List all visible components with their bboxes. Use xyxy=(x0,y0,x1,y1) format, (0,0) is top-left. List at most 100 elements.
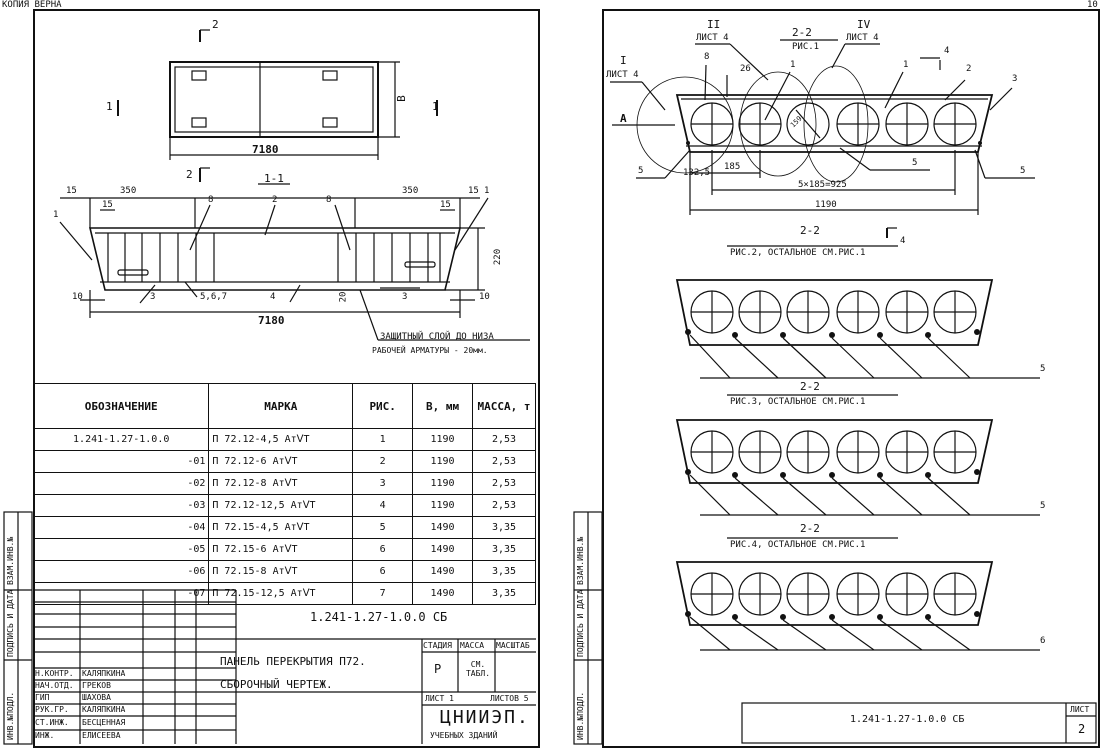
dim-15-left: 15 xyxy=(66,186,77,196)
cover-note-line1: ЗАЩИТНЫЙ СЛОЙ ДО НИЗА xyxy=(380,332,494,342)
cell-code: 1.241-1.27-1.0.0 xyxy=(32,428,210,451)
cell-code: -03 xyxy=(32,494,210,517)
staff-name: КАЛЯПКИНА xyxy=(82,669,126,678)
cell-mass: 3,35 xyxy=(471,516,537,539)
main-section-title: 2-2 xyxy=(792,26,812,39)
cell-mass: 2,53 xyxy=(471,428,537,451)
leader-1-right: 1 xyxy=(484,186,490,196)
callout-IV: IV xyxy=(857,18,871,31)
mass-value: СМ. ТАБЛ. xyxy=(465,660,491,678)
section-1-1-title: 1-1 xyxy=(264,172,284,185)
variant-3-subtitle: РИС.4, ОСТАЛЬНОЕ СМ.РИС.1 xyxy=(730,540,866,550)
cell-mark: П 72.15-4,5 АтⅤT xyxy=(208,516,354,539)
cell-mark: П 72.12-4,5 АтⅤT xyxy=(208,428,354,451)
col-mark: МАРКА xyxy=(208,383,354,429)
leader-3-right: 3 xyxy=(402,292,408,302)
side-label-signature: ПОДПИСЬ И ДАТА xyxy=(6,589,15,657)
callout-II: II xyxy=(707,18,721,31)
callout-I: I xyxy=(620,54,627,67)
cell-fig: 4 xyxy=(352,494,414,517)
variant-2-subtitle: РИС.3, ОСТАЛЬНОЕ СМ.РИС.1 xyxy=(730,397,866,407)
dim-10-right: 10 xyxy=(479,292,490,302)
staff-name: БЕСЦЕННАЯ xyxy=(82,718,126,727)
cell-mass: 2,53 xyxy=(471,450,537,473)
cell-b: 1490 xyxy=(412,582,473,605)
staff-role: Н.КОНТР. xyxy=(35,669,74,678)
leader-5-right: 5 xyxy=(1020,166,1026,176)
section-overall-length: 7180 xyxy=(258,314,285,327)
cell-fig: 6 xyxy=(352,560,414,583)
dim-height-220: 220 xyxy=(493,248,504,266)
variant-3-leader: 6 xyxy=(1040,636,1046,646)
dim-185: 185 xyxy=(724,162,741,172)
section-mark-1-right: 1 xyxy=(432,100,439,113)
section-1-1-outline xyxy=(88,227,462,291)
spec-table: ОБОЗНАЧЕНИЕ МАРКА РИС. В, мм МАССА, т 1.… xyxy=(32,383,537,605)
callout-II-sheet: ЛИСТ 4 xyxy=(696,33,729,43)
view-label-A: А xyxy=(620,112,627,125)
plan-panel-outline xyxy=(169,61,379,138)
side-label-replaced: ВЗАМ.ИНВ.№ xyxy=(6,536,15,585)
plan-length: 7180 xyxy=(252,143,279,156)
col-designation: ОБОЗНАЧЕНИЕ xyxy=(32,383,210,429)
variant-1-title: 2-2 xyxy=(800,224,820,237)
right-sheet-number: 2 xyxy=(1078,722,1086,736)
main-section-subtitle: РИС.1 xyxy=(792,42,820,52)
right-sheet xyxy=(602,9,1100,748)
cell-code: -04 xyxy=(32,516,210,539)
variant-3-title: 2-2 xyxy=(800,522,820,535)
cell-code: -06 xyxy=(32,560,210,583)
cell-mark: П 72.15-8 АтⅤT xyxy=(208,560,354,583)
sheet-number-label: ЛИСТ 1 xyxy=(425,694,454,703)
cell-b: 1490 xyxy=(412,560,473,583)
cell-mass: 2,53 xyxy=(471,472,537,495)
cell-b: 1190 xyxy=(412,494,473,517)
callout-I-sheet: ЛИСТ 4 xyxy=(606,70,639,80)
staff-name: КАЛЯПКИНА xyxy=(82,705,126,714)
cell-fig: 1 xyxy=(352,428,414,451)
cell-code: -01 xyxy=(32,450,210,473)
cut-label-top: 4 xyxy=(944,46,950,56)
staff-role: РУК.ГР. xyxy=(35,705,69,714)
callout-IV-sheet: ЛИСТ 4 xyxy=(846,33,879,43)
side-label-inventory: ИНВ.№ПОДЛ. xyxy=(6,691,15,740)
cover-note-line2: РАБОЧЕЙ АРМАТУРЫ - 20мм. xyxy=(372,346,488,355)
leader-5-left: 5 xyxy=(638,166,644,176)
cell-fig: 6 xyxy=(352,538,414,561)
leader-1-b: 1 xyxy=(903,60,909,70)
variant-2-leader: 5 xyxy=(1040,501,1046,511)
cell-mark: П 72.12-12,5 АтⅤT xyxy=(208,494,354,517)
dim-132-5: 132,5 xyxy=(683,168,711,178)
dim-20: 20 xyxy=(338,291,349,303)
title-line-2: СБОРОЧНЫЙ ЧЕРТЕЖ. xyxy=(220,678,333,691)
title-block-doc-code: 1.241-1.27-1.0.0 СБ xyxy=(310,610,448,624)
corner-number: 10 xyxy=(1087,0,1098,10)
right-sheet-label: ЛИСТ xyxy=(1070,705,1090,714)
cell-b: 1490 xyxy=(412,516,473,539)
cell-mass: 3,35 xyxy=(471,582,537,605)
variant-section-3 xyxy=(675,561,1040,651)
variant-section-2 xyxy=(675,419,1040,516)
staff-role: ИНЖ. xyxy=(35,731,55,740)
col-width: В, мм xyxy=(412,383,473,429)
leader-8-right: 8 xyxy=(326,195,332,205)
leader-3-left: 3 xyxy=(150,292,156,302)
section-mark-2-top: 2 xyxy=(212,18,219,31)
staff-role: СТ.ИНЖ. xyxy=(35,718,69,727)
leader-3-right: 3 xyxy=(1012,74,1018,84)
org-name: ЦНИИЭП. xyxy=(440,707,530,728)
variant-1-subtitle: РИС.2, ОСТАЛЬНОЕ СМ.РИС.1 xyxy=(730,248,866,258)
cell-mass: 3,35 xyxy=(471,538,537,561)
dim-15-right: 15 xyxy=(468,186,479,196)
cut-label-bottom: 4 xyxy=(900,236,906,246)
cell-fig: 5 xyxy=(352,516,414,539)
cell-mark: П 72.15-6 АтⅤT xyxy=(208,538,354,561)
